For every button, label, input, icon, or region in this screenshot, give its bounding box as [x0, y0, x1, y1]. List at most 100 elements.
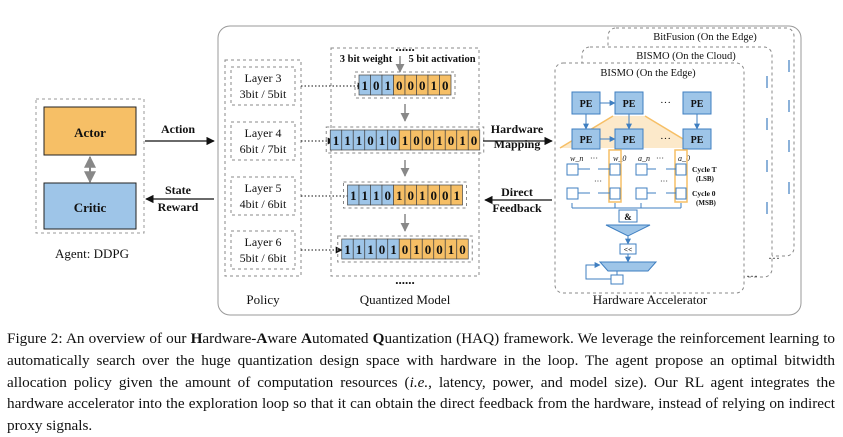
bit-value: 1	[333, 133, 340, 148]
haq-framework-diagram: Actor Critic Agent: DDPG Action State Re…	[35, 25, 802, 316]
bit-value: 1	[436, 133, 443, 148]
direct-feedback-label-2: Feedback	[492, 201, 542, 215]
hardware-arrows: Hardware Mapping Direct Feedback	[483, 122, 553, 215]
bit-value: 0	[396, 78, 403, 93]
svg-text:Layer 6: Layer 6	[245, 235, 282, 249]
bit-value: 1	[344, 133, 351, 148]
activation-bit-label: 5 bit activation	[408, 54, 475, 65]
actor-label: Actor	[74, 125, 106, 140]
pe-grid: PE PE ··· PE PE PE ··· PE	[571, 91, 712, 150]
bit-value: 0	[367, 133, 374, 148]
svg-text:(MSB): (MSB)	[696, 199, 717, 207]
svg-text:···: ···	[594, 177, 602, 186]
card-bismo-cloud-title: BISMO (On the Cloud)	[636, 51, 736, 62]
cycle-t-label: Cycle T	[692, 165, 717, 174]
bit-value: 1	[367, 242, 374, 257]
bit-value: 0	[419, 78, 426, 93]
policy-title: Policy	[246, 292, 280, 307]
svg-text:PE: PE	[580, 135, 593, 146]
svg-text:···: ···	[656, 154, 664, 163]
hardware-mapping-label-1: Hardware	[491, 122, 544, 136]
card-dots-2: ···	[746, 269, 758, 283]
bit-row-frame	[325, 126, 485, 154]
and-gate-label: &	[624, 212, 632, 222]
bit-value: 1	[362, 78, 369, 93]
bit-value: 0	[402, 242, 409, 257]
policy-layer-5: Layer 5 4bit / 6bit	[230, 176, 296, 216]
bit-value: 1	[344, 242, 351, 257]
svg-text:a_n: a_n	[638, 154, 650, 163]
svg-text:···: ···	[590, 154, 598, 163]
svg-text:a_0: a_0	[678, 154, 690, 163]
svg-text:w_0: w_0	[613, 154, 626, 163]
bit-value: 0	[408, 188, 415, 203]
bit-value: 0	[442, 78, 449, 93]
policy-model-links	[301, 82, 365, 254]
bit-value: 0	[408, 78, 415, 93]
bit-value: 0	[442, 188, 449, 203]
svg-text:3bit / 5bit: 3bit / 5bit	[240, 87, 287, 101]
bit-value: 0	[390, 133, 397, 148]
svg-text:PE: PE	[691, 135, 704, 146]
svg-text:PE: PE	[623, 99, 636, 110]
policy-layer-4: Layer 4 6bit / 7bit	[230, 121, 296, 161]
bit-row-frame	[337, 235, 473, 263]
card-dots-1: ···	[768, 251, 780, 265]
state-label: State	[165, 183, 192, 197]
bit-value: 1	[385, 78, 392, 93]
bit-value: 0	[459, 242, 466, 257]
bit-value: 0	[373, 78, 380, 93]
svg-text:PE: PE	[580, 99, 593, 110]
bit-value: 1	[373, 188, 380, 203]
policy-layer-6: Layer 6 5bit / 6bit	[230, 230, 296, 270]
hardware-title: Hardware Accelerator	[593, 292, 708, 307]
bit-value: 1	[356, 242, 363, 257]
hardware-accelerator: BitFusion (On the Edge) BISMO (On the Cl…	[554, 27, 795, 307]
svg-text:···: ···	[660, 133, 671, 145]
caption-label: Figure 2:	[7, 330, 63, 347]
bit-row-frame	[343, 181, 467, 209]
svg-text:···: ···	[660, 177, 668, 186]
svg-text:4bit / 6bit: 4bit / 6bit	[240, 197, 287, 211]
agent-arrows: Action State Reward	[145, 122, 215, 214]
bit-value: 1	[356, 133, 363, 148]
environment-panel	[217, 25, 802, 316]
bit-row-frame	[354, 71, 456, 99]
bit-value: 0	[436, 242, 443, 257]
bit-value: 0	[471, 133, 478, 148]
bit-value: 0	[431, 188, 438, 203]
bit-value: 0	[379, 242, 386, 257]
svg-text:Layer 4: Layer 4	[245, 126, 282, 140]
bit-value: 0	[385, 188, 392, 203]
shift-label: <<	[624, 245, 633, 254]
svg-text:w_n: w_n	[570, 154, 583, 163]
bit-value: 1	[431, 78, 438, 93]
reward-label: Reward	[158, 200, 199, 214]
bit-value: 1	[413, 242, 420, 257]
cycle-0-label: Cycle 0	[692, 189, 716, 198]
bit-value: 0	[425, 242, 432, 257]
activation-bit-cell	[467, 129, 481, 151]
svg-text:···: ···	[660, 97, 671, 109]
svg-text:PE: PE	[623, 135, 636, 146]
bit-value: 1	[459, 133, 466, 148]
bit-value: 1	[419, 188, 426, 203]
activation-bit-cell	[439, 74, 452, 96]
hardware-mapping-label-2: Mapping	[494, 137, 541, 151]
svg-text:6bit / 7bit: 6bit / 7bit	[240, 142, 287, 156]
bit-value: 0	[448, 133, 455, 148]
svg-text:5bit / 6bit: 5bit / 6bit	[240, 251, 287, 265]
card-bismo-edge-title: BISMO (On the Edge)	[600, 68, 696, 79]
model-title: Quantized Model	[360, 292, 451, 307]
action-label: Action	[161, 122, 195, 136]
policy-layer-3: Layer 3 3bit / 5bit	[230, 66, 296, 106]
bit-value: 1	[350, 188, 357, 203]
svg-text:Layer 5: Layer 5	[245, 181, 282, 195]
bit-value: 1	[454, 188, 461, 203]
bit-value: 1	[379, 133, 386, 148]
model-top-ellipsis: ......	[395, 39, 415, 54]
